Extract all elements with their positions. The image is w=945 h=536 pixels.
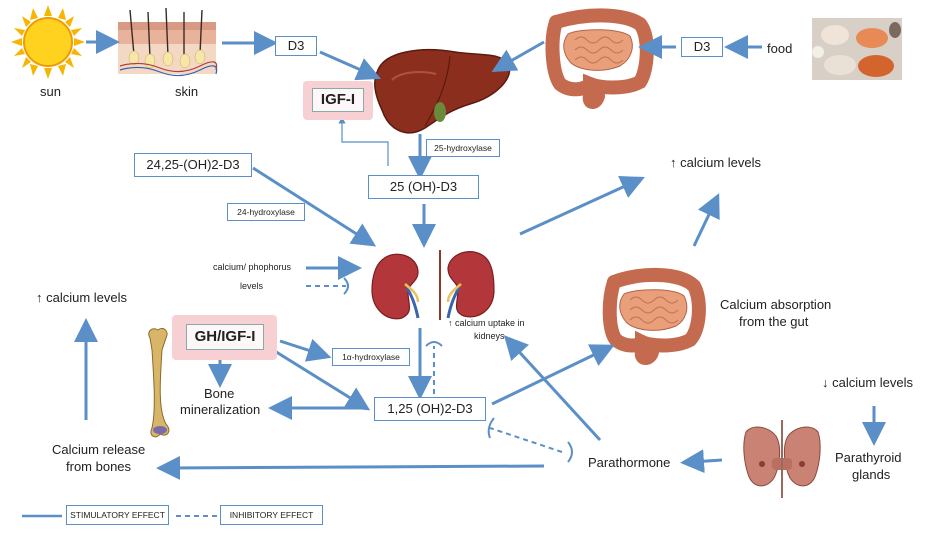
- igf1-box: IGF-I: [312, 88, 364, 112]
- mineralization-label: mineralization: [180, 402, 261, 417]
- hydroxylase-24-box: 24-hydroxylase: [227, 203, 305, 221]
- calcium-phosphorus-label: calcium/ phophorus: [213, 262, 292, 272]
- from-bones-label: from bones: [66, 459, 132, 474]
- hydroxylase-1a-box: 1α-hydroxylase: [332, 348, 410, 366]
- skin-icon: [118, 7, 218, 77]
- inhibitory-lines: [176, 285, 563, 517]
- d3-box-skin: D3: [275, 36, 317, 56]
- hydroxylase-25-box: 25-hydroxylase: [426, 139, 500, 157]
- inhibitory-caps: [343, 277, 573, 463]
- kidneys-label: kidneys: [474, 331, 505, 341]
- glands-label: glands: [852, 467, 891, 482]
- stimulatory-arrows: [74, 30, 886, 480]
- femur-bone-icon: [148, 327, 170, 438]
- igf1-highlight: IGF-I: [303, 81, 373, 120]
- from-gut-label: from the gut: [739, 314, 809, 329]
- d3-box-food: D3: [681, 37, 723, 57]
- oh24-25-d3-box: 24,25-(OH)2-D3: [134, 153, 252, 177]
- levels-label: levels: [240, 281, 264, 291]
- skin-label: skin: [175, 84, 199, 99]
- sun-label: sun: [40, 84, 61, 99]
- legend-inhibitory-box: INHIBITORY EFFECT: [220, 505, 323, 525]
- gh-igf1-highlight: GH/IGF-I: [172, 315, 277, 360]
- parathyroid-label: Parathyroid: [835, 450, 902, 465]
- bone-label: Bone: [204, 386, 235, 401]
- parathyroid-glands-icon: [743, 420, 821, 498]
- calcium-levels-down: ↓ calcium levels: [822, 375, 914, 390]
- sun-icon: [11, 5, 85, 79]
- calcium-release-label: Calcium release: [52, 442, 146, 457]
- calcium-absorption-label: Calcium absorption: [720, 297, 832, 312]
- food-image: [812, 18, 902, 80]
- legend-stimulatory-box: STIMULATORY EFFECT: [66, 505, 169, 525]
- parathormone-label: Parathormone: [588, 455, 671, 470]
- liver-icon: [374, 49, 511, 134]
- oh125-d3-box: 1,25 (OH)2-D3: [374, 397, 486, 421]
- oh25-d3-box: 25 (OH)-D3: [368, 175, 479, 199]
- igf1-thin-arrow: [338, 116, 389, 166]
- intestine-icon-middle: [602, 268, 706, 365]
- intestine-icon-top: [545, 8, 654, 109]
- kidneys-icon: [371, 250, 495, 320]
- gh-igf1-box: GH/IGF-I: [186, 324, 264, 350]
- calcium-levels-up-top: ↑ calcium levels: [670, 155, 762, 170]
- calcium-levels-up-left: ↑ calcium levels: [36, 290, 128, 305]
- calcium-uptake-label: ↑ calcium uptake in: [448, 318, 525, 328]
- food-label: food: [767, 41, 793, 56]
